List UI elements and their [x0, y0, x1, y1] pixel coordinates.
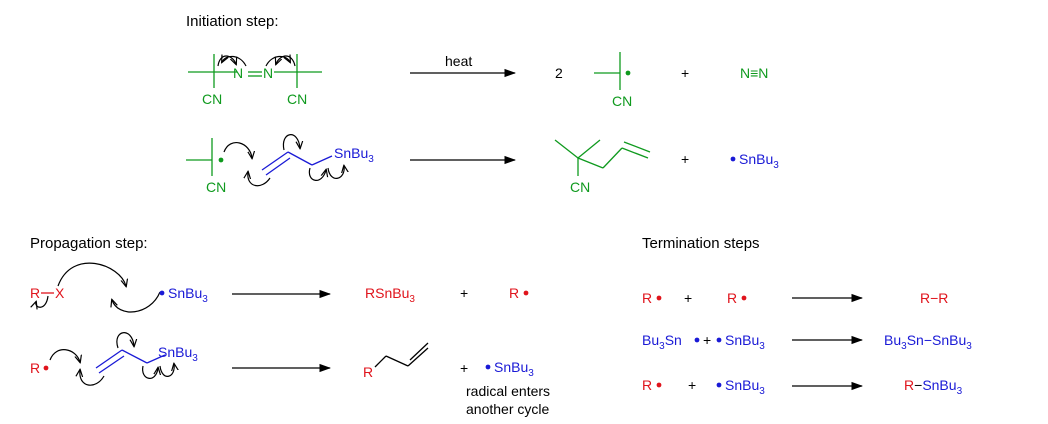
plus-t1: + — [684, 290, 692, 306]
radical-dot — [523, 290, 529, 296]
sub3: 3 — [202, 294, 208, 305]
snbu3-t3: SnBu3 — [725, 377, 765, 397]
sn-text: SnBu — [334, 145, 368, 161]
nitrogen-label-1: N — [233, 65, 243, 81]
allyl-product — [374, 342, 429, 368]
sn-label-2: SnBu3 — [158, 344, 198, 364]
plus-t2: + — [703, 332, 711, 348]
initiation-title: Initiation step: — [186, 13, 279, 30]
sub3: 3 — [659, 341, 665, 352]
sub3: 3 — [759, 341, 765, 352]
stannyl-radical: SnBu3 — [739, 151, 779, 171]
radical-dot — [656, 382, 662, 388]
rsn-text: RSnBu — [365, 285, 409, 301]
nitrogen-label-2: N — [263, 65, 273, 81]
sn-text: Sn — [665, 332, 682, 348]
snbu-text: SnBu — [725, 332, 759, 348]
sub3: 3 — [759, 386, 765, 397]
plus-sign-2: + — [681, 151, 689, 167]
r-label: R — [30, 285, 40, 301]
radical-dot — [730, 156, 736, 162]
sn-text: SnBu — [158, 344, 192, 360]
heat-label: heat — [445, 53, 472, 69]
plus-sign-3: + — [460, 285, 468, 301]
term-r-3: R — [642, 377, 652, 393]
cyanoisopropyl-radical-1 — [594, 52, 621, 90]
bu-text: Bu — [884, 332, 901, 348]
aibn-curved-arrows — [217, 56, 296, 67]
bu3sn-left: Bu3Sn — [642, 332, 682, 352]
term-r-1: R — [642, 290, 652, 306]
sub3: 3 — [368, 154, 374, 165]
bu-text: Bu — [642, 332, 659, 348]
sub3: 3 — [966, 341, 972, 352]
radical-dot — [218, 157, 224, 163]
sub3: 3 — [409, 294, 415, 305]
radical-cn-2: CN — [206, 179, 226, 195]
aibn-cn-right: CN — [287, 91, 307, 107]
propagation-title: Propagation step: — [30, 235, 148, 252]
snbu-text: SnBu — [725, 377, 759, 393]
r-text: R — [904, 377, 914, 393]
sn-label: SnBu3 — [334, 145, 374, 165]
radical-cn: CN — [612, 93, 632, 109]
sub3: 3 — [957, 386, 963, 397]
snbu3-right: SnBu3 — [725, 332, 765, 352]
note-line-2: another cycle — [466, 401, 549, 417]
plus-sign: + — [681, 65, 689, 81]
coefficient-two: 2 — [555, 65, 563, 81]
x-label: X — [55, 285, 65, 301]
sub3: 3 — [528, 368, 534, 379]
sn-text: SnBu — [739, 151, 773, 167]
sub3: 3 — [773, 160, 779, 171]
r-snbu3-product: R−SnBu3 — [904, 377, 963, 397]
dash: − — [924, 332, 932, 348]
product-r: R — [363, 364, 373, 380]
allyl-curved-arrows-2 — [49, 332, 174, 386]
propagation-curved-arrows-1 — [36, 262, 161, 313]
sub3: 3 — [901, 341, 907, 352]
stannyl-radical-p2: SnBu3 — [494, 359, 534, 379]
radical-dot — [43, 365, 49, 371]
term-r-2: R — [727, 290, 737, 306]
plus-sign-4: + — [460, 360, 468, 376]
product-r-r: R−R — [920, 290, 948, 306]
plus-t3: + — [688, 377, 696, 393]
radical-dot — [485, 364, 491, 370]
aibn-cn-left: CN — [202, 91, 222, 107]
r-radical-label: R — [509, 285, 519, 301]
snbu-text: SnBu — [932, 332, 966, 348]
snbu-text: SnBu — [922, 377, 956, 393]
termination-title: Termination steps — [642, 235, 760, 252]
radical-dot — [716, 337, 722, 343]
stannyl-radical-p1: SnBu3 — [168, 285, 208, 305]
aibn-structure — [188, 54, 322, 88]
radical-dot — [625, 70, 631, 76]
radical-dot — [694, 337, 700, 343]
sn-text: SnBu — [168, 285, 202, 301]
allylstannane-1 — [261, 151, 333, 176]
radical-dot — [716, 382, 722, 388]
radical-dot — [656, 295, 662, 301]
product-allyl-nitrile — [554, 139, 651, 176]
sn-text: SnBu — [494, 359, 528, 375]
r-label-2: R — [30, 360, 40, 376]
distannane: Bu3Sn−SnBu3 — [884, 332, 972, 352]
cyanoisopropyl-radical-2 — [186, 138, 213, 176]
radical-dot — [159, 290, 165, 296]
dash: − — [914, 377, 922, 393]
allylstannane-2 — [95, 349, 166, 374]
sn-text: Sn — [907, 332, 924, 348]
radical-dot — [741, 295, 747, 301]
note-line-1: radical enters — [466, 383, 550, 399]
product-cn: CN — [570, 179, 590, 195]
dinitrogen: N≡N — [740, 65, 768, 81]
rsnbu3: RSnBu3 — [365, 285, 415, 305]
allyl-curved-arrows-1 — [223, 134, 344, 187]
sub3: 3 — [192, 353, 198, 364]
